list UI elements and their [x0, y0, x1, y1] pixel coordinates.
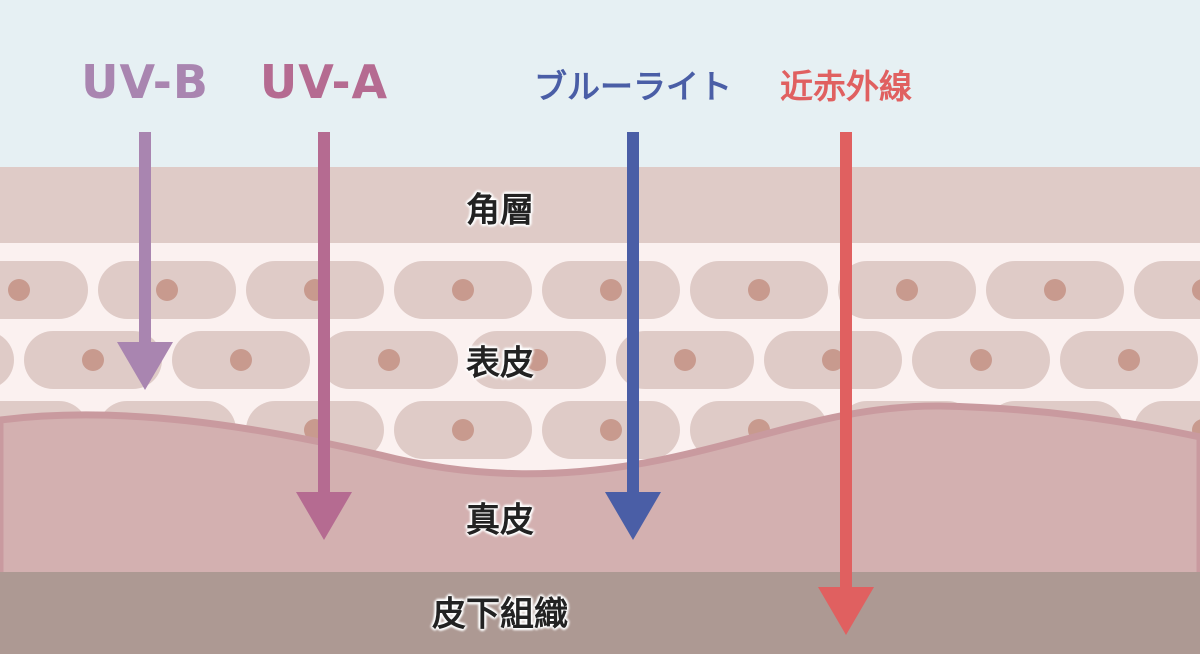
- uvb-arrow-shaft: [139, 132, 151, 350]
- blue-light-label: ブルーライト: [534, 67, 732, 106]
- cell-nucleus: [600, 279, 622, 301]
- cell-nucleus: [8, 279, 30, 301]
- epidermis-cell: [0, 261, 88, 319]
- epidermis-cell: [690, 261, 828, 319]
- epidermis-cell: [246, 261, 384, 319]
- epidermis-cell: [1060, 331, 1198, 389]
- subcutis-label: 皮下組織: [432, 594, 568, 635]
- epidermis-cell: [394, 401, 532, 459]
- sky-background: [0, 0, 1200, 167]
- nir-arrow: [818, 132, 874, 635]
- dermis-layer: [0, 402, 1200, 584]
- ray-arrows: [117, 132, 874, 635]
- epidermis-cell: [172, 331, 310, 389]
- epidermis-cell: [1134, 261, 1200, 319]
- corneum-layer: [0, 167, 1200, 243]
- cell-nucleus: [452, 279, 474, 301]
- dermis-label: 真皮: [466, 500, 534, 541]
- blue-arrow-shaft: [627, 132, 639, 500]
- blue-arrow-head: [605, 492, 661, 540]
- nir-arrow-shaft: [840, 132, 852, 595]
- epidermis-cell: [764, 331, 902, 389]
- corneum-label: 角層: [466, 190, 534, 231]
- cell-body: [0, 261, 88, 319]
- epidermis-cell: [394, 261, 532, 319]
- uvb-arrow-head: [117, 342, 173, 390]
- cell-nucleus: [1192, 279, 1200, 301]
- cell-nucleus: [1118, 349, 1140, 371]
- epidermis-cell: [98, 261, 236, 319]
- uva-arrow-head: [296, 492, 352, 540]
- epidermis-cell: [0, 335, 14, 385]
- epidermis-cell: [320, 331, 458, 389]
- uva-arrow-shaft: [318, 132, 330, 500]
- cell-nucleus: [526, 349, 548, 371]
- uvb-label: UV-B: [81, 55, 209, 109]
- epidermis-cell: [912, 331, 1050, 389]
- cell-nucleus: [82, 349, 104, 371]
- epidermis-cell: [616, 331, 754, 389]
- near-infrared-label: 近赤外線: [780, 67, 912, 106]
- cell-nucleus: [748, 279, 770, 301]
- cell-nucleus: [378, 349, 400, 371]
- cell-nucleus: [674, 349, 696, 371]
- cell-nucleus: [452, 419, 474, 441]
- uvb-arrow: [117, 132, 173, 390]
- epidermis-cell: [986, 261, 1124, 319]
- cell-body: [0, 335, 14, 385]
- cell-nucleus: [156, 279, 178, 301]
- epidermis-cell: [542, 401, 680, 459]
- nir-arrow-head: [818, 587, 874, 635]
- blue-arrow: [605, 132, 661, 540]
- cell-nucleus: [970, 349, 992, 371]
- epidermis-cell: [838, 261, 976, 319]
- uva-label: UV-A: [259, 55, 389, 109]
- cell-nucleus: [230, 349, 252, 371]
- cell-nucleus: [1044, 279, 1066, 301]
- cell-nucleus: [822, 349, 844, 371]
- cell-body: [1134, 261, 1200, 319]
- uva-arrow: [296, 132, 352, 540]
- epidermis-label: 表皮: [466, 343, 534, 384]
- subcutis-layer: [0, 572, 1200, 654]
- epidermis-cell: [468, 331, 606, 389]
- cell-nucleus: [600, 419, 622, 441]
- epidermis-cell: [542, 261, 680, 319]
- cell-nucleus: [896, 279, 918, 301]
